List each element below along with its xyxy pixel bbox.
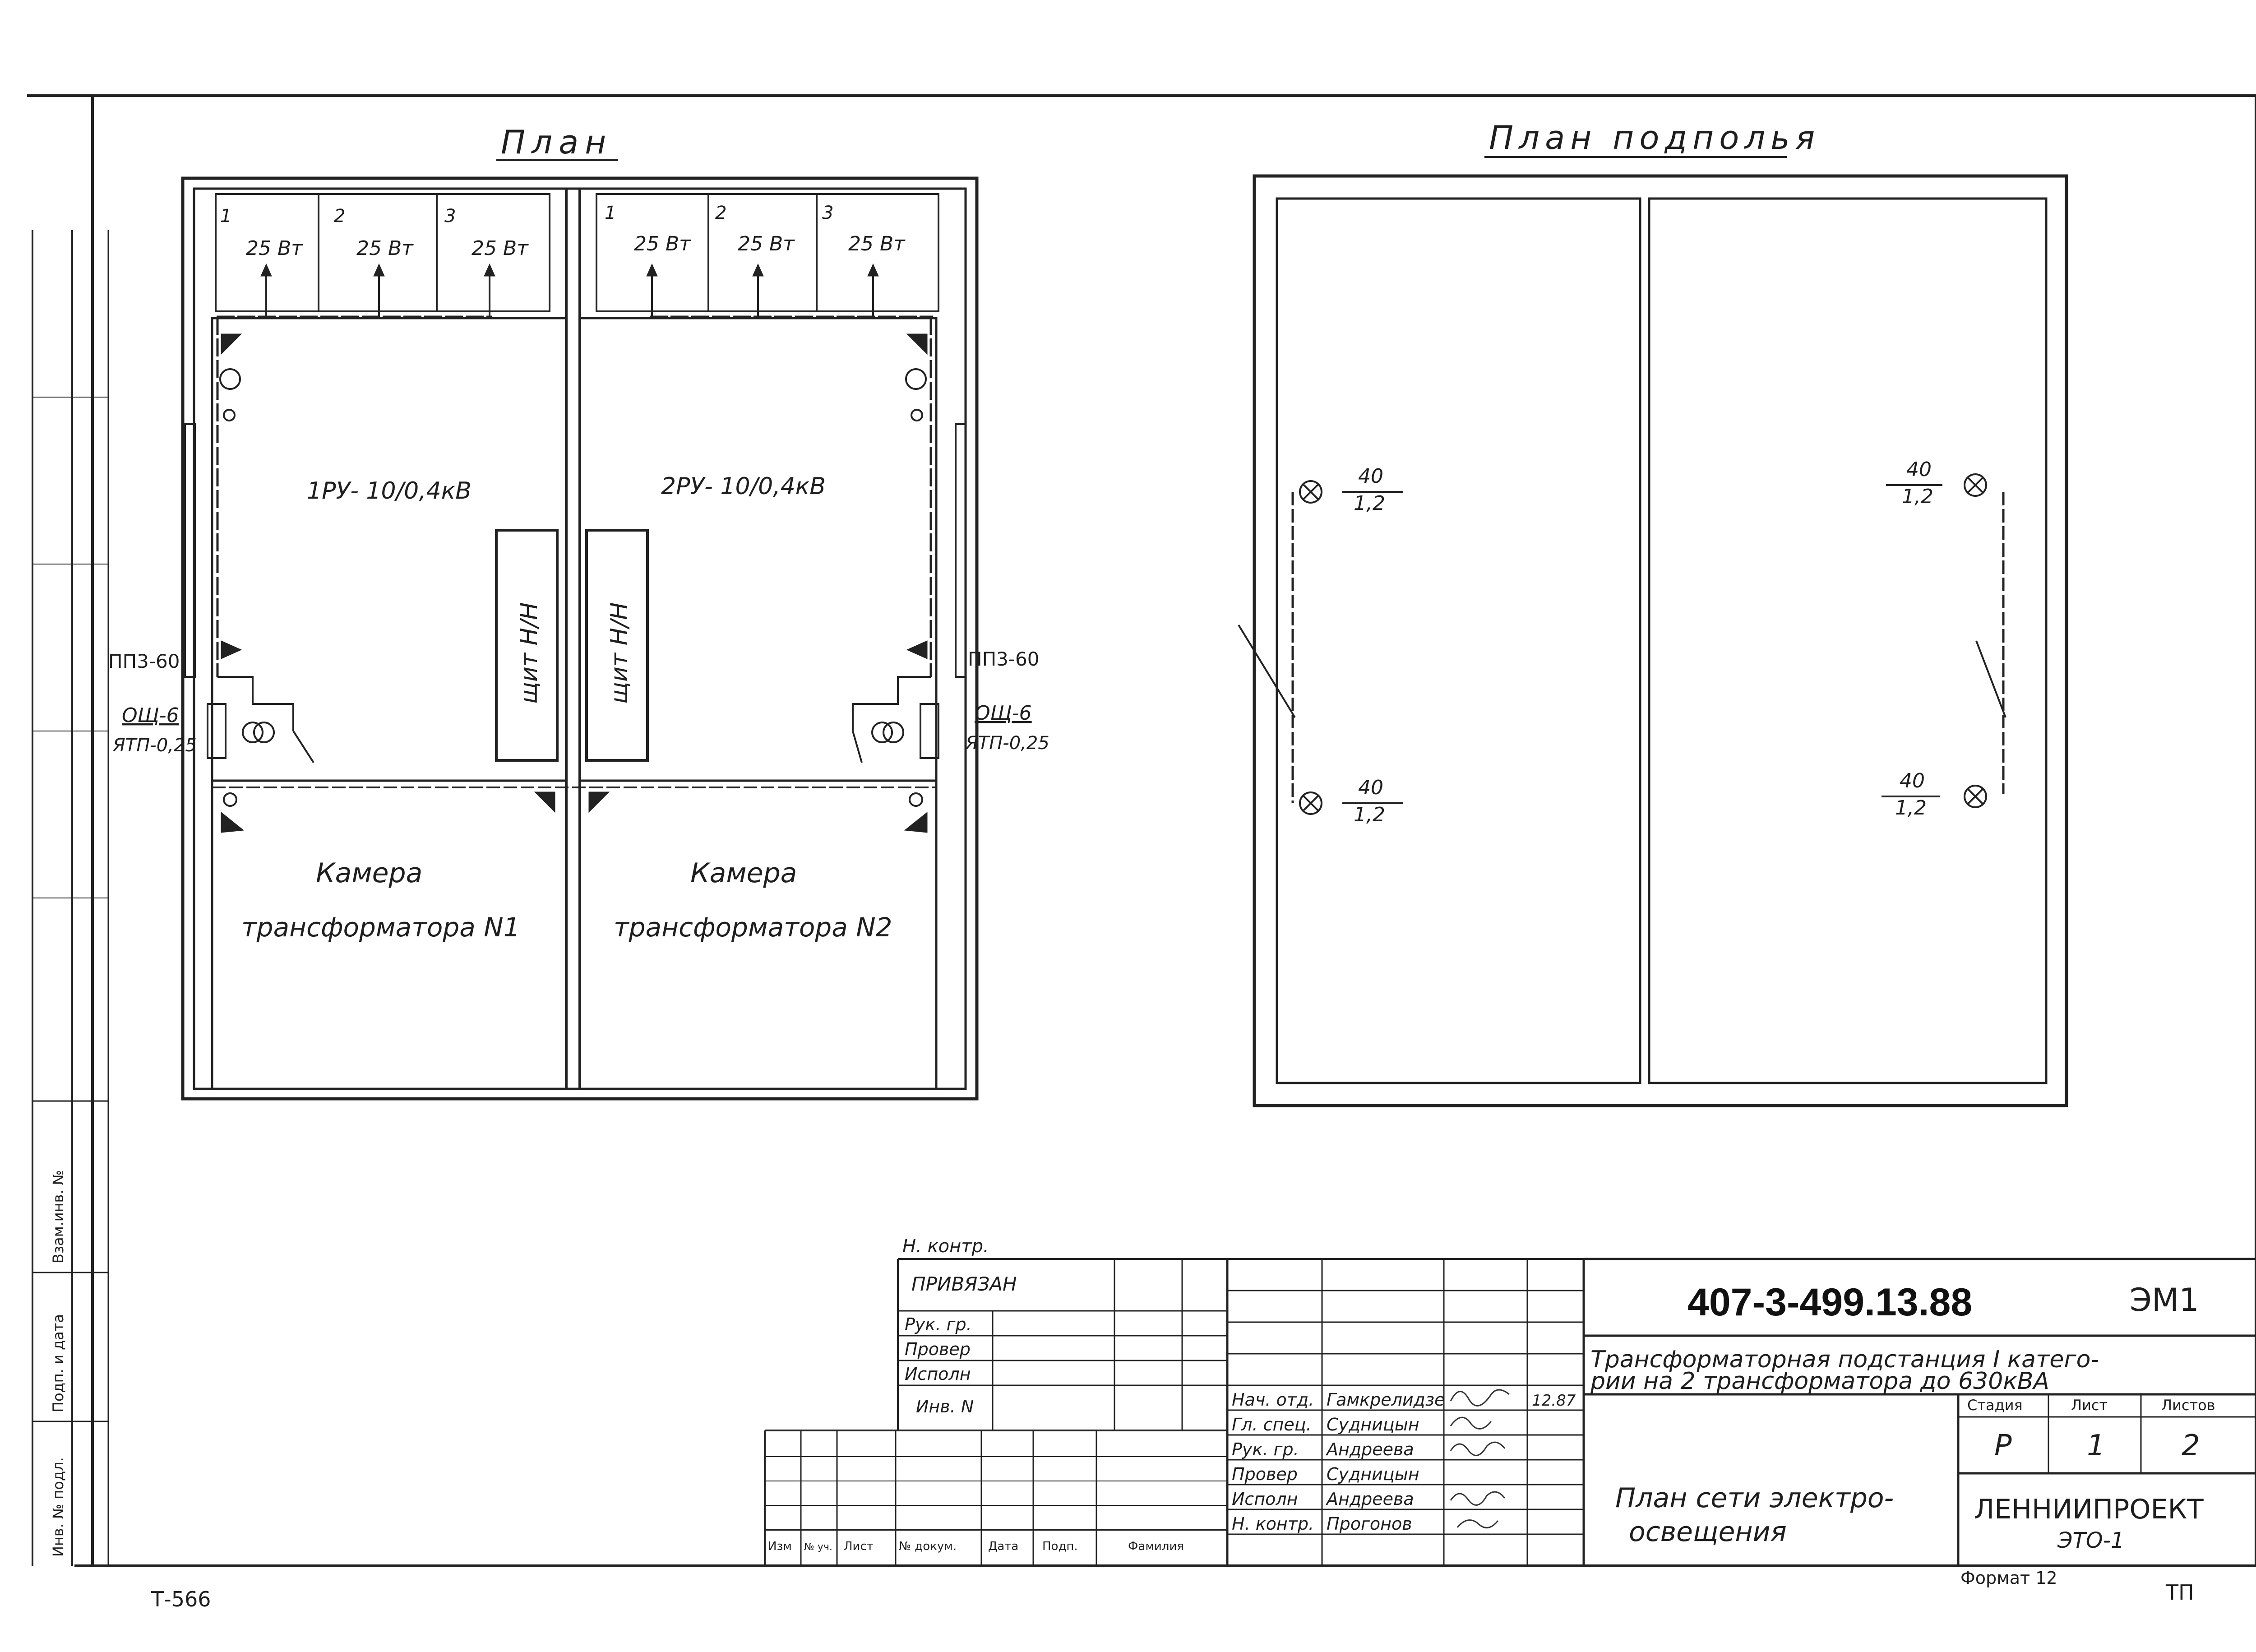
side-label-3: Инв. № подл.	[50, 1457, 67, 1557]
name: Андреева	[1325, 1439, 1414, 1459]
role: Нач. отд.	[1232, 1390, 1314, 1410]
shield-label-2: щит Н/Н	[606, 602, 633, 704]
name: Прогонов	[1327, 1514, 1412, 1534]
name: Гамкрелидзе	[1327, 1390, 1445, 1410]
lamp-power: 25 Вт	[738, 232, 795, 255]
pp3-label-left: ПП3-60	[108, 650, 180, 672]
drawing-code: 407-3-499.13.88	[1687, 1281, 1972, 1324]
plan-title: План	[501, 123, 612, 161]
fixture-height: 1,2	[1895, 796, 1927, 819]
sheets-value: 2	[2182, 1429, 2200, 1462]
lamp-num: 1	[220, 206, 231, 227]
room-ru1: 1РУ- 10/0,4кВ	[307, 477, 472, 504]
rev-header: Изм	[768, 1540, 792, 1553]
pp3-label-right: ПП3-60	[968, 648, 1039, 670]
room-ru2: 2РУ- 10/0,4кВ	[661, 473, 826, 500]
role: Гл. спец.	[1232, 1415, 1312, 1435]
left-row-ruk: Рук. гр.	[905, 1314, 972, 1334]
project-name-line2: рии на 2 трансформатора до 630кВА	[1590, 1368, 2049, 1395]
corner-code-right: ТП	[2165, 1580, 2194, 1605]
chamber-title-1: Камера	[316, 857, 422, 889]
chamber-title-2: Камера	[690, 857, 797, 889]
name: Андреева	[1325, 1489, 1414, 1509]
sheet-value: 1	[2087, 1429, 2105, 1462]
chamber-name-2: трансформатора N2	[614, 912, 892, 943]
role: Исполн	[1232, 1489, 1298, 1509]
plan-building	[181, 176, 979, 1101]
fixture-labels: 40 1,2 40 1,2 40 1,2 40 1,2	[1354, 458, 1933, 826]
lamp-num: 2	[715, 203, 726, 223]
lamp-power: 25 Вт	[848, 232, 906, 255]
n-kontr-top: Н. контр.	[902, 1236, 989, 1257]
lamp-num: 3	[822, 203, 833, 223]
fixture-height: 1,2	[1354, 803, 1385, 826]
format-label: Формат 12	[1960, 1568, 2057, 1588]
fixture-watt: 40	[1358, 776, 1383, 799]
lamp-power: 25 Вт	[634, 232, 691, 255]
yatp-label-left: ЯТП-0,25	[112, 735, 197, 756]
underfloor-wiring	[1238, 492, 2006, 803]
rev-header: Дата	[988, 1540, 1018, 1553]
organization-code: ЭТО-1	[2057, 1528, 2124, 1553]
chamber-name-1: трансформатора N1	[241, 912, 520, 943]
role: Н. контр.	[1232, 1514, 1314, 1534]
role: Провер	[1232, 1464, 1298, 1484]
fixture-watt: 40	[1358, 465, 1383, 488]
lamp-num: 3	[444, 206, 456, 227]
side-label-2: Подп. и дата	[50, 1314, 67, 1412]
rev-header: № уч.	[804, 1541, 832, 1553]
fixture-watt: 40	[1906, 458, 1932, 481]
lamp-power: 25 Вт	[246, 237, 303, 260]
drawing-mark: ЭМ1	[2130, 1282, 2199, 1319]
fixture-height: 1,2	[1354, 492, 1385, 515]
shield-label-1: щит Н/Н	[516, 602, 543, 704]
lamp-power: 25 Вт	[472, 237, 529, 260]
rev-header: Подп.	[1042, 1540, 1078, 1553]
stage-value: Р	[1994, 1429, 2012, 1462]
name: Судницын	[1327, 1464, 1419, 1484]
name: Судницын	[1327, 1415, 1419, 1435]
sheets-header: Листов	[2161, 1397, 2215, 1414]
left-row-prover: Провер	[905, 1339, 971, 1359]
privyazan-label: ПРИВЯЗАН	[911, 1273, 1017, 1295]
signature-names: Гамкрелидзе Судницын Андреева Судницын А…	[1325, 1390, 1445, 1534]
sheet-frame	[27, 94, 2256, 1567]
project-name-line1: Трансформаторная подстанция I катего-	[1590, 1346, 2099, 1373]
osh-label-left: ОЩ-6	[122, 704, 179, 727]
underfloor-building	[1253, 174, 2068, 1107]
rev-header: Фамилия	[1128, 1540, 1184, 1553]
stage-header: Стадия	[1967, 1397, 2023, 1414]
lamps-left: 1 25 Вт 2 25 Вт 3 25 Вт	[220, 206, 529, 260]
rev-header: № докум.	[899, 1540, 957, 1553]
lamp-num: 1	[605, 203, 616, 223]
signature-scribbles	[1450, 1389, 1510, 1529]
lamps-right: 1 25 Вт 2 25 Вт 3 25 Вт	[605, 203, 906, 255]
osh-label-right: ОЩ-6	[975, 702, 1032, 725]
drawing-name-line1: План сети электро-	[1615, 1482, 1894, 1514]
role: Рук. гр.	[1232, 1439, 1299, 1459]
sheet-header: Лист	[2071, 1397, 2108, 1414]
drawing-name-line2: освещения	[1629, 1516, 1787, 1548]
lamp-fixtures	[1299, 473, 1987, 815]
underfloor-title: План подполья	[1489, 119, 1820, 157]
corner-code-left: Т-566	[151, 1587, 211, 1611]
revision-headers: Изм № уч. Лист № докум. Дата Подп. Фамил…	[768, 1540, 1184, 1553]
signature-roles: Нач. отд. Гл. спец. Рук. гр. Провер Испо…	[1232, 1390, 1314, 1534]
yatp-label-right: ЯТП-0,25	[965, 733, 1049, 754]
transformer-symbols	[207, 368, 939, 807]
left-row-inv: Инв. N	[916, 1397, 974, 1416]
lamp-power: 25 Вт	[356, 237, 414, 260]
fixture-watt: 40	[1900, 769, 1925, 792]
organization: ЛЕННИИПРОЕКТ	[1974, 1494, 2204, 1525]
fixture-height: 1,2	[1902, 485, 1933, 508]
lamp-num: 2	[334, 206, 345, 227]
title-block-lines	[764, 1258, 2256, 1566]
rev-header: Лист	[844, 1540, 874, 1553]
side-label-1: Взам.инв. №	[50, 1170, 67, 1263]
date-cell: 12.87	[1532, 1392, 1576, 1410]
lighting-wiring	[216, 263, 933, 833]
left-row-ispoln: Исполн	[905, 1364, 971, 1384]
